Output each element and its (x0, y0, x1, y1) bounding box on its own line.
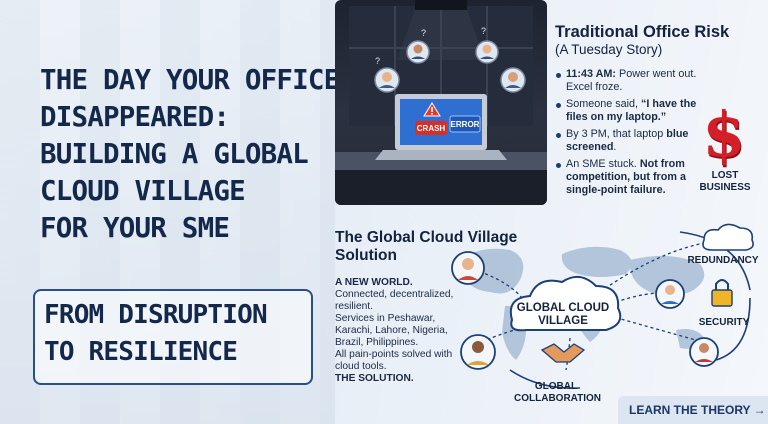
flow-arrow (509, 369, 581, 389)
office-crash-illustration: CRASH ERROR ? ? ? (335, 0, 547, 205)
title-line: CLOUD VILLAGE (40, 175, 246, 207)
redundancy-cloud-icon (702, 223, 754, 251)
office-scene-svg: CRASH ERROR ? ? ? (335, 0, 547, 205)
redundancy-label: REDUNDANCY (687, 255, 759, 266)
confused-person-icon (500, 67, 526, 93)
risk-item: 11:43 AM: Power went out. Excel froze. (555, 68, 700, 94)
page-title: THE DAY YOUR OFFICE DISAPPEARED: BUILDIN… (40, 62, 340, 247)
solution-lead: A NEW WORLD. (335, 277, 413, 288)
learn-the-theory-button[interactable]: LEARN THE THEORY → (618, 396, 768, 424)
tagline: FROM DISRUPTION TO RESILIENCE (44, 297, 312, 371)
title-line: DISAPPEARED: (40, 101, 230, 133)
svg-text:?: ? (375, 56, 380, 66)
confused-person-icon: ? (406, 28, 430, 64)
solution-line: Connected, decentralized, resilient. (335, 289, 454, 312)
lost-business-label: LOST BUSINESS (699, 170, 751, 193)
solution-body: A NEW WORLD. Connected, decentralized, r… (335, 277, 463, 385)
avatar (451, 251, 485, 285)
title-line: FOR YOUR SME (40, 212, 230, 244)
handshake-icon (540, 343, 586, 363)
svg-text:?: ? (481, 26, 486, 36)
global-network-map (451, 223, 754, 389)
risk-title: Traditional Office Risk (555, 23, 730, 41)
global-collaboration-label: GLOBAL COLLABORATION (514, 381, 602, 404)
confused-person-icon: ? (374, 56, 400, 93)
tagline-frame (33, 289, 313, 385)
svg-text:?: ? (421, 28, 426, 38)
cloud-icon (509, 275, 622, 332)
risk-item: An SME stuck. Not from competition, but … (555, 158, 700, 197)
dollar-icon: $ (702, 98, 746, 171)
avatar (655, 279, 685, 309)
risk-subtitle: (A Tuesday Story) (555, 42, 663, 57)
title-line: THE DAY YOUR OFFICE (40, 64, 340, 96)
avatar (460, 334, 496, 370)
confused-person-icon: ? (475, 26, 499, 64)
global-cloud-village-label: GLOBAL CLOUD VILLAGE (516, 302, 610, 327)
solution-line: Services in Peshawar, Karachi, Lahore, N… (335, 313, 448, 348)
solution-line: All pain-points solved with cloud tools. (335, 349, 453, 372)
avatar (689, 337, 719, 367)
solution-title: The Global Cloud Village Solution (335, 229, 518, 264)
tagline-line: FROM DISRUPTION (44, 300, 268, 330)
error-badge (449, 115, 481, 133)
crash-badge (415, 121, 447, 135)
title-line: BUILDING A GLOBAL (40, 138, 309, 170)
security-label: SECURITY (698, 317, 750, 328)
crash-text: CRASH (417, 124, 446, 133)
solution-closing: THE SOLUTION. (335, 373, 414, 384)
risk-item: Someone said, “I have the files on my la… (555, 98, 700, 124)
tagline-line: TO RESILIENCE (44, 337, 238, 367)
warning-icon (423, 102, 441, 117)
lock-icon (711, 279, 733, 307)
risk-item: By 3 PM, that laptop blue screened. (555, 128, 700, 154)
error-text: ERROR (451, 120, 480, 129)
flow-arrow (715, 297, 751, 361)
risk-list: 11:43 AM: Power went out. Excel froze. S… (555, 68, 700, 201)
